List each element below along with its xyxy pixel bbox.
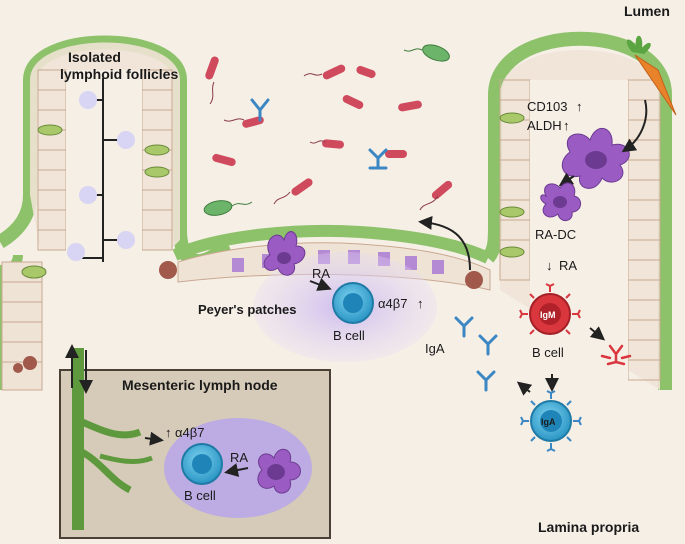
iga-label: IgA bbox=[425, 341, 445, 356]
commensal-bacterium bbox=[422, 44, 450, 62]
paneth-cell bbox=[465, 271, 483, 289]
aldh-up-arrow: ↑ bbox=[563, 118, 570, 133]
lumen-label: Lumen bbox=[624, 3, 670, 19]
bacteria-group bbox=[205, 56, 453, 200]
b-cell-label-peyers: B cell bbox=[333, 328, 365, 343]
bacterium bbox=[212, 153, 236, 167]
isolated-follicles-label-line2: lymphoid follicles bbox=[60, 66, 178, 82]
carrot-to-dc-arrow bbox=[621, 99, 648, 153]
isolated-lymphoid-follicle bbox=[117, 231, 135, 249]
ra-arrow-lymph-node bbox=[224, 463, 249, 477]
ra-label-peyers: RA bbox=[312, 266, 330, 281]
lamina-propria-label: Lamina propria bbox=[538, 519, 639, 535]
peyers-dome-epithelium bbox=[172, 224, 491, 264]
node-entry-arrow bbox=[144, 431, 164, 446]
cd103-dendritic-cell bbox=[561, 128, 630, 189]
alpha4beta7-label-lymph-node: α4β7 bbox=[175, 425, 204, 440]
goblet-cell bbox=[499, 112, 525, 124]
right-villus-epithelium bbox=[482, 31, 672, 390]
up-arrow-lymph-node: ↑ bbox=[165, 425, 172, 440]
bacterium bbox=[398, 100, 422, 112]
commensal-flagellum bbox=[403, 48, 423, 52]
bacterium bbox=[322, 139, 344, 149]
bacterium bbox=[342, 95, 364, 109]
cd103-label: CD103 bbox=[527, 99, 567, 114]
antibody-lumen-1 bbox=[250, 98, 270, 122]
antibody-lumen-2 bbox=[368, 148, 388, 170]
paneth-cell bbox=[13, 363, 23, 373]
bacterium bbox=[431, 180, 453, 200]
igm-cell-label: IgM bbox=[540, 310, 556, 320]
mesenteric-lymph-node-label: Mesenteric lymph node bbox=[122, 377, 278, 393]
iga-secretion-arrow bbox=[418, 215, 471, 271]
iga-b-cell-nucleus bbox=[540, 410, 562, 432]
igm-secretion-arrow bbox=[589, 326, 606, 341]
igm-b-cell-nucleus bbox=[539, 303, 561, 325]
bacterium bbox=[322, 64, 346, 80]
lymph-vessel-branch bbox=[76, 446, 132, 494]
lymph-node-dendritic-cell bbox=[257, 448, 301, 494]
cd103-up-arrow: ↑ bbox=[576, 99, 583, 114]
b-cell-label-lymph-node: B cell bbox=[184, 488, 216, 503]
ra-label-lymph-node: RA bbox=[230, 450, 248, 465]
paneth-cell bbox=[159, 261, 177, 279]
goblet-cell bbox=[499, 246, 525, 258]
lymph-vessel-branch bbox=[99, 453, 153, 464]
peyers-b-cell-nucleus bbox=[343, 293, 363, 313]
isolated-lymphoid-follicle bbox=[79, 91, 97, 109]
commensal-flagellum bbox=[231, 201, 253, 207]
ra-dc-label: RA-DC bbox=[535, 227, 576, 242]
ra-label-right: RA bbox=[559, 258, 577, 273]
peyers-patches-label: Peyer's patches bbox=[198, 302, 296, 317]
bacterium bbox=[291, 178, 313, 196]
alpha4beta7-label-peyers: α4β7 bbox=[378, 296, 407, 311]
iga-antibodies bbox=[454, 316, 498, 392]
ra-arrow-peyers bbox=[309, 277, 332, 291]
b-cell-label-igm: B cell bbox=[532, 345, 564, 360]
goblet-cell bbox=[144, 144, 170, 156]
isolated-lymphoid-follicle bbox=[67, 243, 85, 261]
dendritic-cell-peyers bbox=[263, 231, 306, 276]
bacterium bbox=[242, 116, 264, 128]
iga-migration-arrow bbox=[516, 381, 533, 396]
aldh-label: ALDH bbox=[527, 118, 562, 133]
up-arrow-peyers: ↑ bbox=[417, 296, 424, 311]
goblet-cell bbox=[499, 206, 525, 218]
igm-pentamer bbox=[600, 344, 632, 366]
carrot-icon bbox=[626, 35, 677, 116]
paneth-cell bbox=[23, 356, 37, 370]
bacteria-flagella bbox=[209, 73, 439, 211]
lymph-node-b-cell-nucleus bbox=[192, 454, 212, 474]
bacterium bbox=[205, 56, 219, 80]
iga-cell-label: IgA bbox=[541, 417, 556, 427]
goblet-cell bbox=[21, 265, 47, 279]
goblet-cell bbox=[144, 166, 170, 178]
ra-dc-cell bbox=[540, 182, 581, 221]
bacterium bbox=[356, 65, 376, 79]
bacterium bbox=[385, 150, 407, 158]
dc-to-ra-dc-arrow bbox=[558, 172, 575, 187]
isolated-follicles-label-line1: Isolated bbox=[68, 49, 121, 65]
goblet-cell bbox=[37, 124, 63, 136]
iga-receptors bbox=[520, 390, 582, 452]
isolated-lymphoid-follicle bbox=[117, 131, 135, 149]
ra-dc-down-arrow: ↓ bbox=[546, 258, 553, 273]
igm-receptors bbox=[519, 283, 581, 335]
isolated-lymphoid-follicle bbox=[79, 186, 97, 204]
lymph-vessel-branch bbox=[76, 416, 142, 439]
